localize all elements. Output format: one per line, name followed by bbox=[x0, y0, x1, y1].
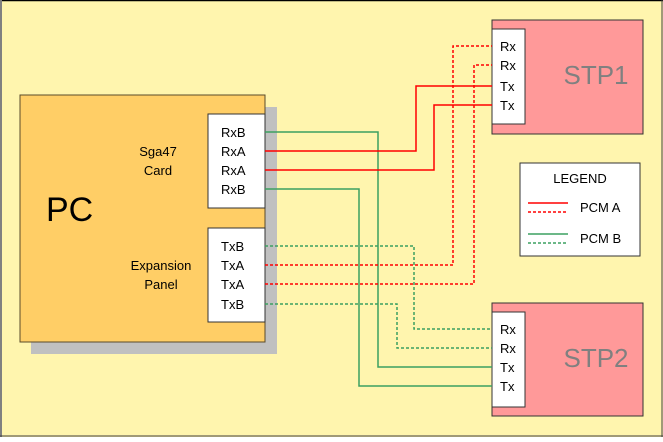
legend-box bbox=[519, 162, 641, 257]
card-port-label: RxB bbox=[221, 182, 246, 197]
wire-pcm-a-solid bbox=[265, 85, 492, 152]
stp2-port-label: Tx bbox=[500, 360, 515, 375]
panel-port-label: TxB bbox=[221, 297, 244, 312]
wire-pcm-a-dashed bbox=[265, 45, 492, 266]
panel-port-label: TxA bbox=[221, 277, 244, 292]
stp1-port-label: Rx bbox=[500, 58, 516, 73]
wire-pcm-a-dashed bbox=[265, 64, 492, 285]
card-label-line2: Card bbox=[144, 163, 172, 178]
legend-title: LEGEND bbox=[553, 171, 606, 186]
stp2-label: STP2 bbox=[563, 343, 628, 373]
wire-pcm-b-solid bbox=[265, 131, 492, 368]
expansion-panel-port-box bbox=[207, 227, 266, 323]
card-port-label: RxA bbox=[221, 144, 246, 159]
stp1-label: STP1 bbox=[563, 60, 628, 90]
wire-pcm-a-solid bbox=[265, 104, 492, 171]
pc-label: PC bbox=[46, 191, 93, 229]
stp2-port-label: Rx bbox=[500, 322, 516, 337]
stp1-port-box bbox=[491, 28, 526, 125]
legend-pcm-b-label: PCM B bbox=[580, 231, 621, 246]
stp2-port-label: Rx bbox=[500, 341, 516, 356]
stp1-port-label: Tx bbox=[500, 79, 515, 94]
wire-pcm-b-solid bbox=[265, 188, 492, 387]
card-port-label: RxA bbox=[221, 163, 246, 178]
wires bbox=[265, 45, 492, 387]
stp2-port-box bbox=[491, 311, 526, 408]
wire-pcm-b-dashed bbox=[265, 303, 492, 349]
panel-port-label: TxB bbox=[221, 239, 244, 254]
panel-label-line1: Expansion bbox=[131, 258, 192, 273]
card-ports: RxB RxA RxA RxB bbox=[221, 125, 246, 197]
stp1-port-label: Rx bbox=[500, 39, 516, 54]
stp2-port-label: Tx bbox=[500, 379, 515, 394]
card-label-line1: Sga47 bbox=[139, 144, 177, 159]
legend-pcm-a-label: PCM A bbox=[580, 200, 621, 215]
panel-ports: TxB TxA TxA TxB bbox=[221, 239, 244, 312]
legend: LEGEND PCM A PCM B bbox=[519, 162, 641, 257]
card-port-label: RxB bbox=[221, 125, 246, 140]
panel-port-label: TxA bbox=[221, 258, 244, 273]
sga47-card-port-box bbox=[207, 113, 266, 209]
panel-label-line2: Panel bbox=[144, 277, 177, 292]
stp1-port-label: Tx bbox=[500, 98, 515, 113]
wire-pcm-b-dashed bbox=[265, 245, 492, 330]
